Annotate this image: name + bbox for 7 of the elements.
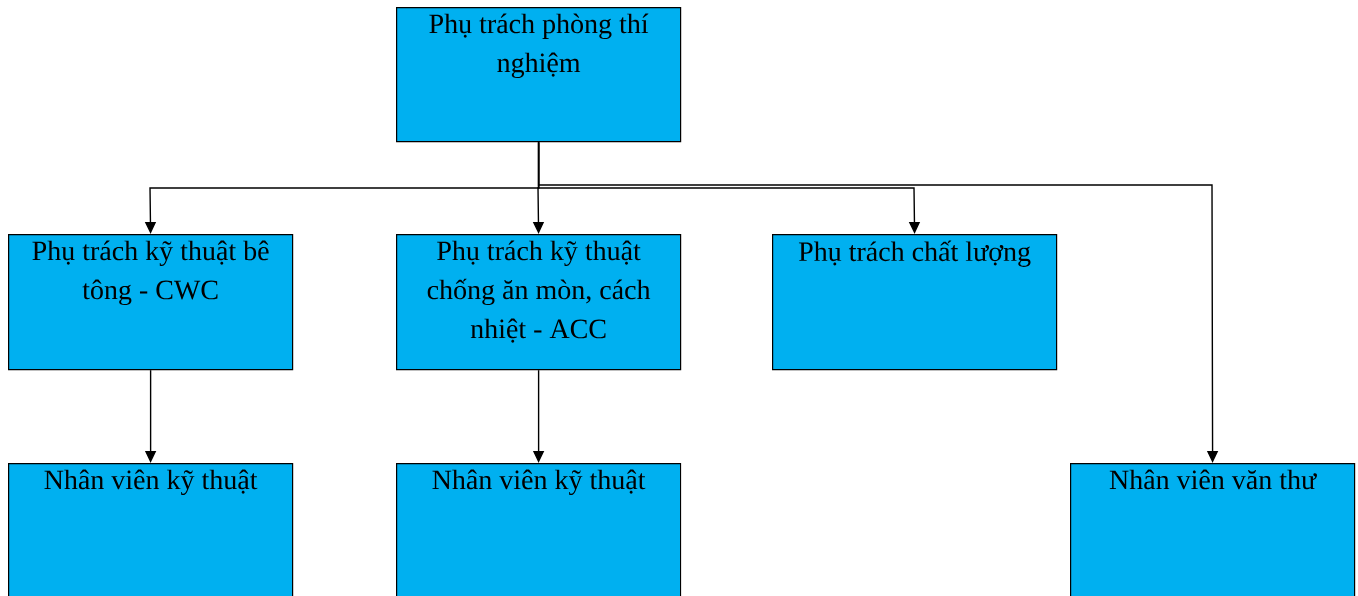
org-box: Phụ trách kỹ thuật chống ăn mòn, cách nhiệt - ACC [396, 234, 682, 371]
org-box: Nhân viên kỹ thuật [396, 463, 682, 596]
org-box: Nhân viên văn thư [1070, 463, 1356, 596]
org-box: Phụ trách phòng thí nghiệm [396, 7, 682, 143]
org-box: Phụ trách chất lượng [772, 234, 1058, 371]
org-box: Phụ trách kỹ thuật bê tông - CWC [8, 234, 294, 371]
org-box: Nhân viên kỹ thuật [8, 463, 294, 596]
